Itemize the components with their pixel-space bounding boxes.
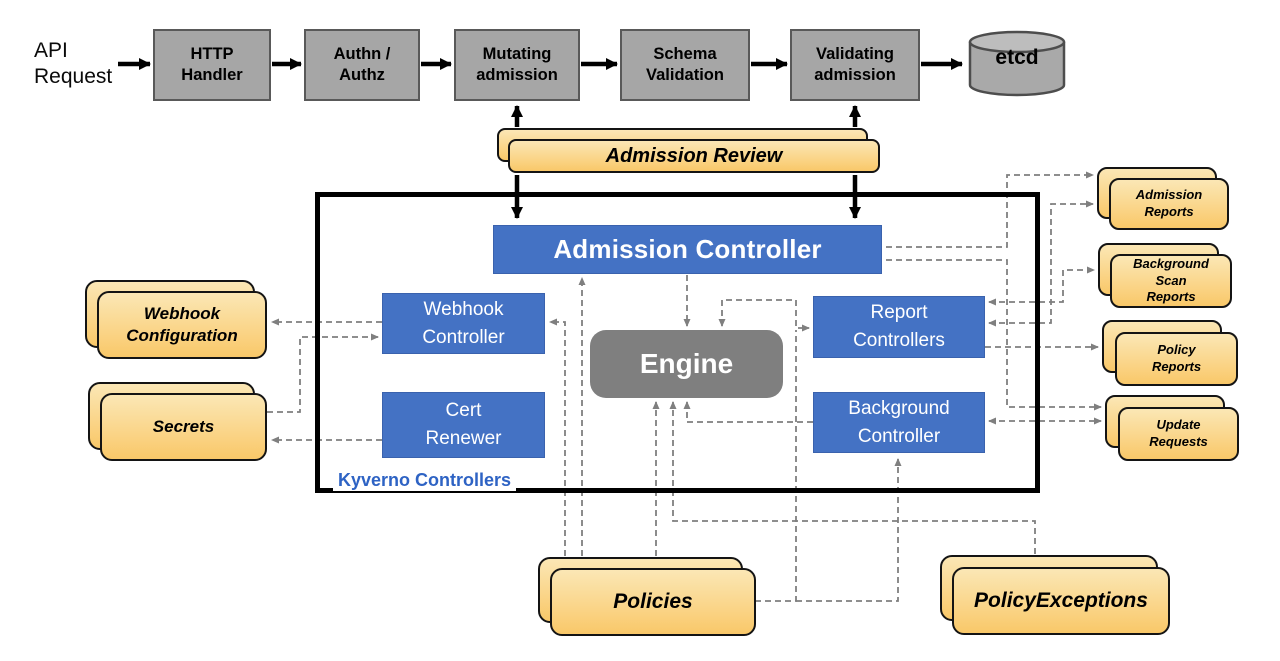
link-admissionctrl-to-updaterequests: [886, 259, 1102, 411]
stage-validating-admission: Validating admission: [790, 29, 920, 101]
background-controller-box: Background Controller: [813, 392, 985, 453]
webhook-configuration-card: Webhook Configuration: [97, 291, 267, 359]
link-reportctrl-backgroundscanreports-two-way: [988, 266, 1095, 306]
cylinder-shape: [968, 30, 1066, 97]
link-engine-reportctrl-two-way: [718, 299, 810, 332]
stage-schema-validation: Schema Validation: [620, 29, 750, 101]
cert-renewer-box: Cert Renewer: [382, 392, 545, 458]
link-policies-to-backgroundctrl: [796, 458, 902, 602]
etcd-label: etcd: [995, 46, 1039, 69]
kyverno-controllers-box-label: Kyverno Controllers: [333, 470, 517, 491]
link-backgroundctrl-to-engine: [683, 401, 813, 423]
engine-box: Engine: [590, 330, 783, 398]
update-requests-card: Update Requests: [1118, 407, 1239, 461]
admission-controller-box: Admission Controller: [493, 225, 882, 274]
stage-authn-authz: Authn / Authz: [304, 29, 420, 101]
secrets-card: Secrets: [100, 393, 267, 461]
link-policyexceptions-to-engine: [669, 401, 1036, 554]
api-request-label: API Request: [34, 39, 113, 88]
etcd-cylinder: etcd: [967, 30, 1067, 98]
link-admissionctrl-to-admissionreports: [886, 171, 1094, 248]
link-reportctrl-admissionreports-two-way: [988, 200, 1094, 327]
stage-mutating-admission: Mutating admission: [454, 29, 580, 101]
policy-reports-card: Policy Reports: [1115, 332, 1238, 386]
policy-exceptions-card: PolicyExceptions: [952, 567, 1170, 635]
policies-card: Policies: [550, 568, 756, 636]
background-scan-reports-card: Background Scan Reports: [1110, 254, 1232, 308]
link-policies-to-webhookctrl: [549, 318, 566, 556]
report-controllers-box: Report Controllers: [813, 296, 985, 358]
admission-reports-card: Admission Reports: [1109, 178, 1229, 230]
kyverno-controllers-box: [315, 192, 1040, 493]
admission-review-card: Admission Review: [508, 139, 880, 173]
webhook-controller-box: Webhook Controller: [382, 293, 545, 354]
link-secrets-to-webhookctrl: [267, 333, 379, 413]
stage-http-handler: HTTP Handler: [153, 29, 271, 101]
